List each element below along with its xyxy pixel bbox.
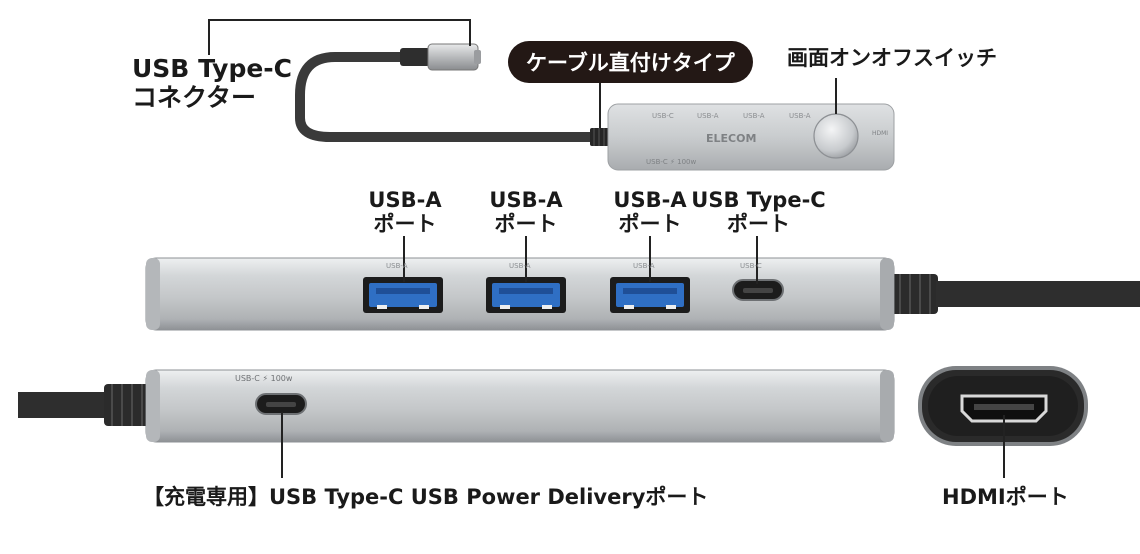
usb-c-connector-strain-relief [400,48,430,66]
hdmi-end [918,366,1088,446]
pd-port-mark: USB-C ⚡ 100w [235,374,293,383]
svg-text:USB-A: USB-A [386,262,408,270]
pd-port-label: 【充電専用】USB Type-C USB Power Deliveryポート [143,485,709,509]
screen-switch-button [813,113,859,159]
svg-text:USB-C: USB-C [652,112,674,120]
port1-label: USB-A ポート [360,188,450,236]
svg-text:USB-A: USB-A [743,112,765,120]
port3-label-line2: ポート [618,212,682,237]
usb-c-pd-port [255,393,307,415]
port2-label: USB-A ポート [481,188,571,236]
svg-text:USB-A: USB-A [697,112,719,120]
usb-a-port-1 [363,277,443,313]
usb-a-port-3 [610,277,690,313]
connector-label-line1: USB Type-C [132,54,293,83]
port2-label-line2: ポート [494,212,558,237]
cable-strain-relief [590,128,610,146]
cable-top [295,52,609,142]
hub-brand-logo: ELECOM [706,132,756,145]
svg-text:USB-A: USB-A [509,262,531,270]
port3-label-line1: USB-A [613,188,687,212]
port4-label-line1: USB Type-C [691,188,826,212]
svg-text:HDMI: HDMI [872,130,888,137]
hub-top-pd-mark: USB-C ⚡ 100w [646,158,697,166]
cable-type-pill: ケーブル直付けタイプ [508,41,753,83]
cable-front-strain-relief [890,274,938,314]
svg-text:USB-A: USB-A [789,112,811,120]
connector-label: USB Type-C コネクター [132,54,293,113]
usb-a-port-2 [486,277,566,313]
usb-c-port-front [732,279,784,301]
svg-text:USB-C: USB-C [740,262,762,270]
port3-label: USB-A ポート [605,188,695,236]
port2-label-line1: USB-A [489,188,563,212]
usb-c-connector-plug [427,43,479,71]
port1-label-line2: ポート [373,212,437,237]
connector-leader-line [208,19,471,55]
svg-text:USB-A: USB-A [633,262,655,270]
cable-front [936,281,1140,307]
hdmi-port-label: HDMIポート [942,485,1069,509]
port1-label-line1: USB-A [368,188,442,212]
cable-back-strain-relief [104,384,150,426]
port4-label: USB Type-C ポート [686,188,831,236]
connector-label-line2: コネクター [132,82,257,112]
cable-back [18,392,118,418]
switch-label: 画面オンオフスイッチ [787,46,997,70]
port4-label-line2: ポート [727,212,790,237]
